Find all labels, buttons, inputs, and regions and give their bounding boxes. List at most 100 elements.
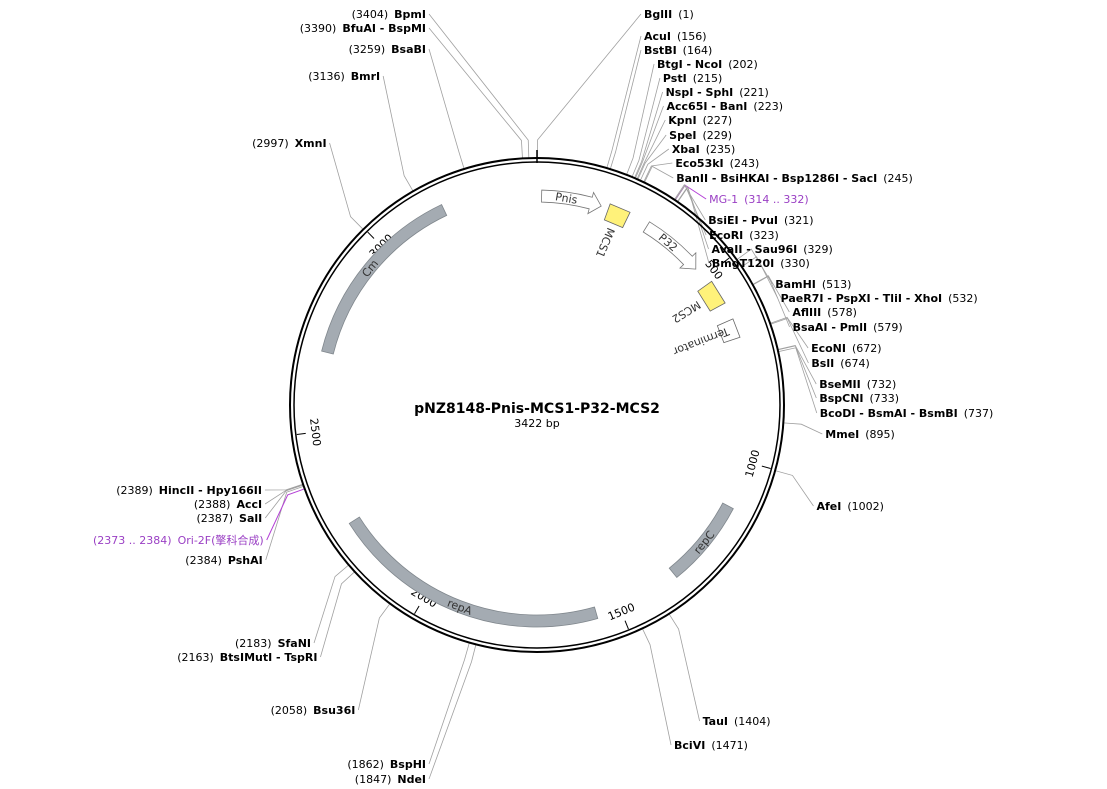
site-name: BamHI (775, 278, 816, 291)
site-leader-line (639, 148, 670, 181)
site-leader-lines (264, 13, 823, 780)
site-leader-line (677, 186, 710, 264)
site-position: (2389) (116, 484, 153, 497)
site-leader-line (264, 484, 304, 519)
site-leader-line (673, 183, 706, 221)
site-position: (2183) (235, 637, 272, 650)
site-leader-line (357, 603, 391, 711)
feature-mcs1-label: MCS1 (593, 226, 617, 260)
site-name: BmgT120I (712, 257, 774, 270)
site-label-mmei: MmeI(895) (825, 428, 895, 441)
site-name: MmeI (825, 428, 859, 441)
feature-mcs2 (697, 280, 726, 312)
site-leader-line (313, 564, 350, 644)
site-leader-line (778, 347, 818, 414)
site-label-sfani: (2183) SfaNI (235, 637, 311, 650)
site-label-bfuai-bspmi: (3390)BfuAI - BspMI (300, 22, 426, 35)
site-leader-line (428, 13, 530, 159)
site-position: (329) (803, 243, 833, 256)
site-position: (156) (677, 30, 707, 43)
site-position: (672) (852, 342, 882, 355)
site-position: (579) (873, 321, 903, 334)
site-position: (202) (728, 58, 758, 71)
site-position: (1847) (355, 773, 392, 786)
site-leader-line (752, 275, 790, 328)
site-leader-line (643, 162, 673, 183)
site-leader-line (264, 483, 304, 491)
site-name: SpeI (669, 129, 696, 142)
site-label-econi: EcoNI(672) (811, 342, 881, 355)
feature-pnis (541, 189, 602, 215)
site-leader-line (641, 628, 672, 746)
site-name: BseMII (819, 378, 861, 391)
site-leader-line (609, 49, 642, 170)
site-name: BsiEI - PvuI (708, 214, 778, 227)
site-position: (732) (867, 378, 897, 391)
site-label-eco53ki: Eco53kI(243) (675, 157, 759, 170)
site-label-mg-1: MG-1(314 .. 332) (709, 193, 809, 206)
site-name: BanII - BsiHKAI - Bsp1286I - SacI (676, 172, 877, 185)
site-position: (229) (703, 129, 733, 142)
site-name: BciVI (674, 739, 705, 752)
site-leader-line (264, 484, 304, 505)
site-position: (3259) (349, 43, 386, 56)
site-label-kpni: KpnI (227) (668, 114, 732, 127)
site-leader-line (626, 63, 655, 175)
site-label-avaii-sau96i: AvaII - Sau96I(329) (712, 243, 833, 256)
site-name: AcuI (644, 30, 671, 43)
site-name: PshAI (228, 554, 263, 567)
site-leader-line (606, 35, 642, 169)
site-label-xbai: XbaI(235) (672, 143, 735, 156)
scale-tick (367, 231, 375, 239)
site-leader-line (777, 345, 817, 399)
site-name: SfaNI (278, 637, 311, 650)
site-name: BmrI (351, 70, 380, 83)
site-leader-line (644, 165, 674, 183)
plasmid-name: pNZ8148-Pnis-MCS1-P32-MCS2 (414, 401, 660, 417)
feature-repc (668, 502, 734, 579)
site-leader-line (736, 248, 773, 285)
site-leader-line (637, 134, 667, 180)
site-leader-line (265, 485, 304, 561)
site-name: BfuAI - BspMI (342, 22, 426, 35)
site-position: (2997) (252, 137, 289, 150)
site-label-bglii: BglII(1) (644, 8, 694, 21)
site-label-taui: TauI(1404) (703, 715, 771, 728)
feature-terminator-label: Terminator (671, 324, 732, 358)
site-leader-line (537, 13, 642, 159)
site-label-ecori: EcoRI(323) (709, 229, 779, 242)
site-position: (2384) (185, 554, 222, 567)
feature-repa-label: repA (445, 597, 474, 618)
site-label-paer7i-pspxi-tlii-xhoi: PaeR7I - PspXI - TliI - XhoI(532) (781, 292, 978, 305)
site-leader-line (770, 317, 809, 364)
feature-p32 (642, 221, 697, 270)
site-label-pshai: (2384) PshAI (185, 554, 262, 567)
site-position: (243) (730, 157, 760, 170)
site-labels: BglII(1)AcuI(156)BstBI(164)BtgI - NcoI(2… (93, 8, 993, 786)
site-leader-line (320, 571, 356, 658)
site-label-banii-bsihkai-bsp1286i-saci: BanII - BsiHKAI - Bsp1286I - SacI(245) (676, 172, 913, 185)
site-name: EcoRI (709, 229, 743, 242)
scale-tick-label: 1500 (606, 601, 637, 624)
site-position: (330) (780, 257, 810, 270)
site-name: KpnI (668, 114, 696, 127)
site-leader-line (783, 422, 823, 435)
site-position: (1002) (847, 500, 884, 513)
site-label-xmni: (2997)XmnI (252, 137, 326, 150)
site-position: (227) (703, 114, 733, 127)
feature-pnis-label: Pnis (554, 190, 578, 207)
feature-cm (321, 204, 448, 355)
site-position: (2373 .. 2384) (93, 534, 172, 547)
site-label-bsaai-pmli: BsaAI - PmlI(579) (793, 321, 903, 334)
site-label-afei: AfeI(1002) (816, 500, 883, 513)
site-leader-line (631, 77, 661, 178)
site-label-bpmi: (3404)BpmI (352, 8, 426, 21)
site-label-bcodi-bsmai-bsmbi: BcoDI - BsmAI - BsmBI(737) (820, 407, 994, 420)
site-label-ndei: (1847)NdeI (355, 773, 426, 786)
site-label-bsabi: (3259)BsaBI (349, 43, 426, 56)
site-position: (578) (827, 306, 857, 319)
site-name: NspI - SphI (666, 86, 734, 99)
site-name: AflIII (792, 306, 821, 319)
feature-terminator (716, 318, 741, 344)
site-leader-line (329, 142, 364, 230)
